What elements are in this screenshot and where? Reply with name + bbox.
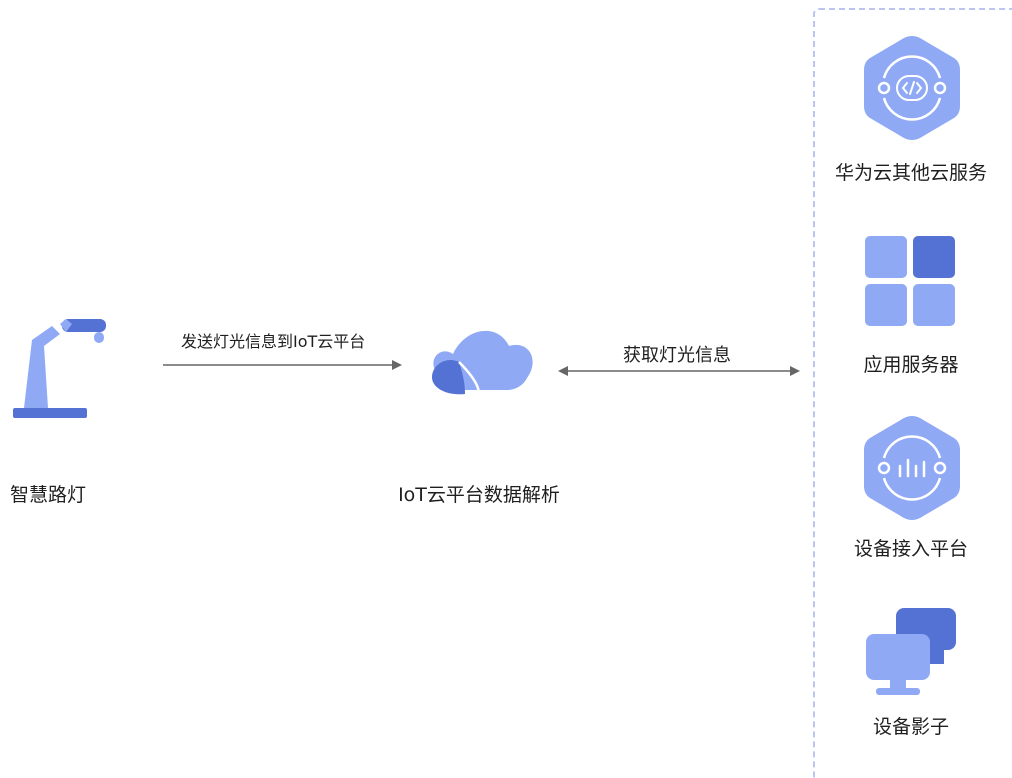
service-label-2: 设备接入平台 <box>853 538 969 560</box>
service-label-3: 设备影子 <box>872 716 950 738</box>
service-label-0: 华为云其他云服务 <box>834 162 988 184</box>
street-lamp-icon <box>13 319 106 418</box>
signal-hexagon-icon <box>864 416 960 520</box>
app-grid-icon <box>865 236 955 326</box>
fetch-arrow <box>558 366 800 376</box>
code-hexagon-icon <box>864 36 960 140</box>
service-label-1: 应用服务器 <box>863 354 959 376</box>
send-edge-label: 发送灯光信息到IoT云平台 <box>181 332 366 351</box>
fetch-edge-label: 获取灯光信息 <box>623 345 731 366</box>
services-group <box>813 8 1012 778</box>
iot-cloud-label: IoT云平台数据解析 <box>398 484 560 506</box>
street-light-label: 智慧路灯 <box>10 484 87 506</box>
device-shadow-icon <box>866 608 956 695</box>
cloud-icon <box>431 330 533 395</box>
send-arrow <box>163 360 402 370</box>
